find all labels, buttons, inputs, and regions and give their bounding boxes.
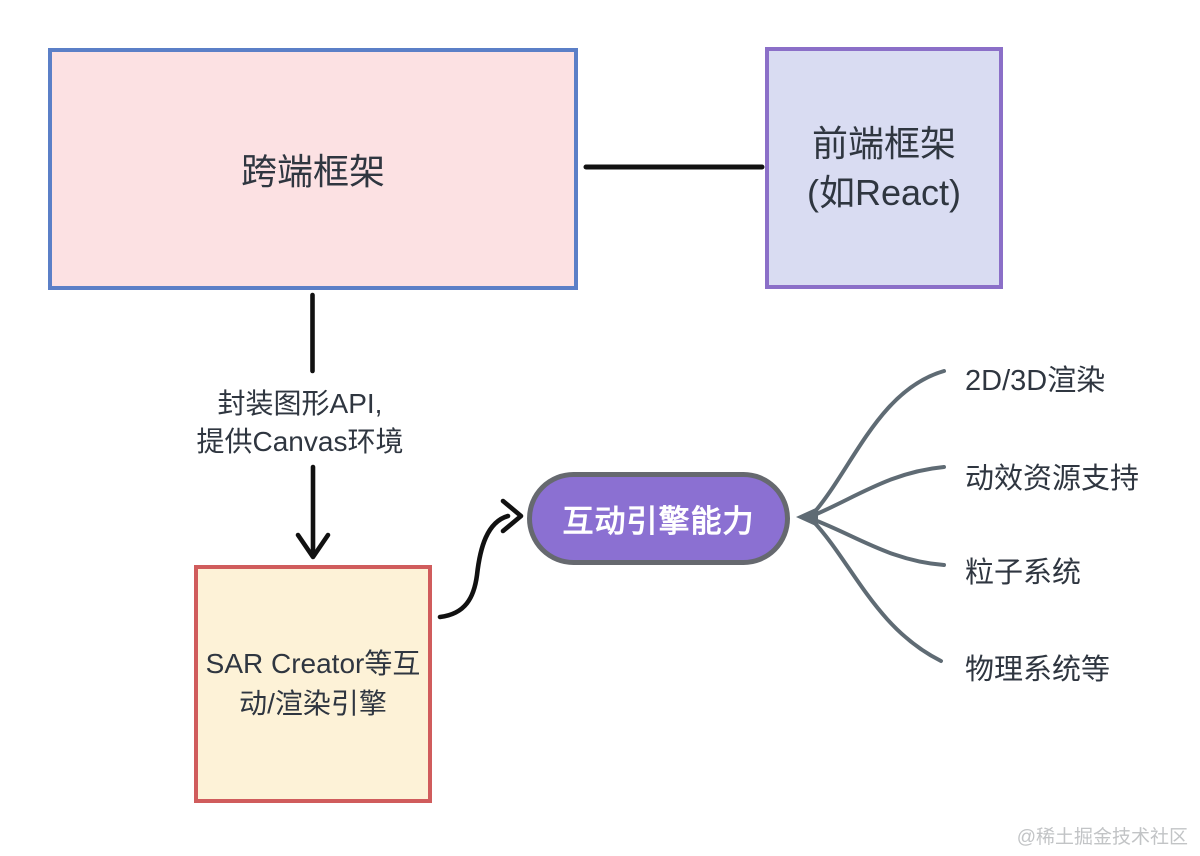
arrowhead-right-icon (500, 498, 524, 534)
edge-annotation-line2: 提供Canvas环境 (196, 426, 404, 457)
arrowhead-down-icon (295, 532, 331, 560)
node-sar-creator: SAR Creator等互 动/渲染引擎 (194, 565, 432, 803)
fan-edge-motion (810, 465, 946, 518)
capability-label-particle: 粒子系统 (965, 557, 1082, 589)
node-sar-label-line2: 动/渲染引擎 (239, 688, 387, 719)
node-sar-label-line1: SAR Creator等互 (205, 648, 421, 679)
watermark: @稀土掘金技术社区 (1016, 827, 1188, 848)
capability-label-physics: 物理系统等 (965, 654, 1111, 686)
edge-annotation-line1: 封装图形API, (217, 388, 383, 419)
edge-sar-to-pill (437, 513, 511, 620)
fan-edge-2d3d (810, 369, 946, 517)
fan-edge-physics (810, 518, 943, 663)
node-frontend-framework: 前端框架 (如React) (765, 47, 1003, 289)
node-frontend-label-line1: 前端框架 (811, 123, 956, 164)
node-frontend-label-line2: (如React) (806, 172, 962, 213)
capability-label-2d3d: 2D/3D渲染 (965, 365, 1106, 397)
edge-annotation: 封装图形API, 提供Canvas环境 (140, 385, 460, 461)
node-cross-platform-label: 跨端框架 (240, 151, 385, 192)
node-cross-platform-framework: 跨端框架 (48, 48, 578, 290)
fan-edge-particle (810, 517, 946, 567)
capability-label-motion: 动效资源支持 (965, 463, 1140, 495)
node-engine-capability-label: 互动引擎能力 (562, 504, 755, 539)
node-engine-capability-pill: 互动引擎能力 (527, 472, 790, 565)
